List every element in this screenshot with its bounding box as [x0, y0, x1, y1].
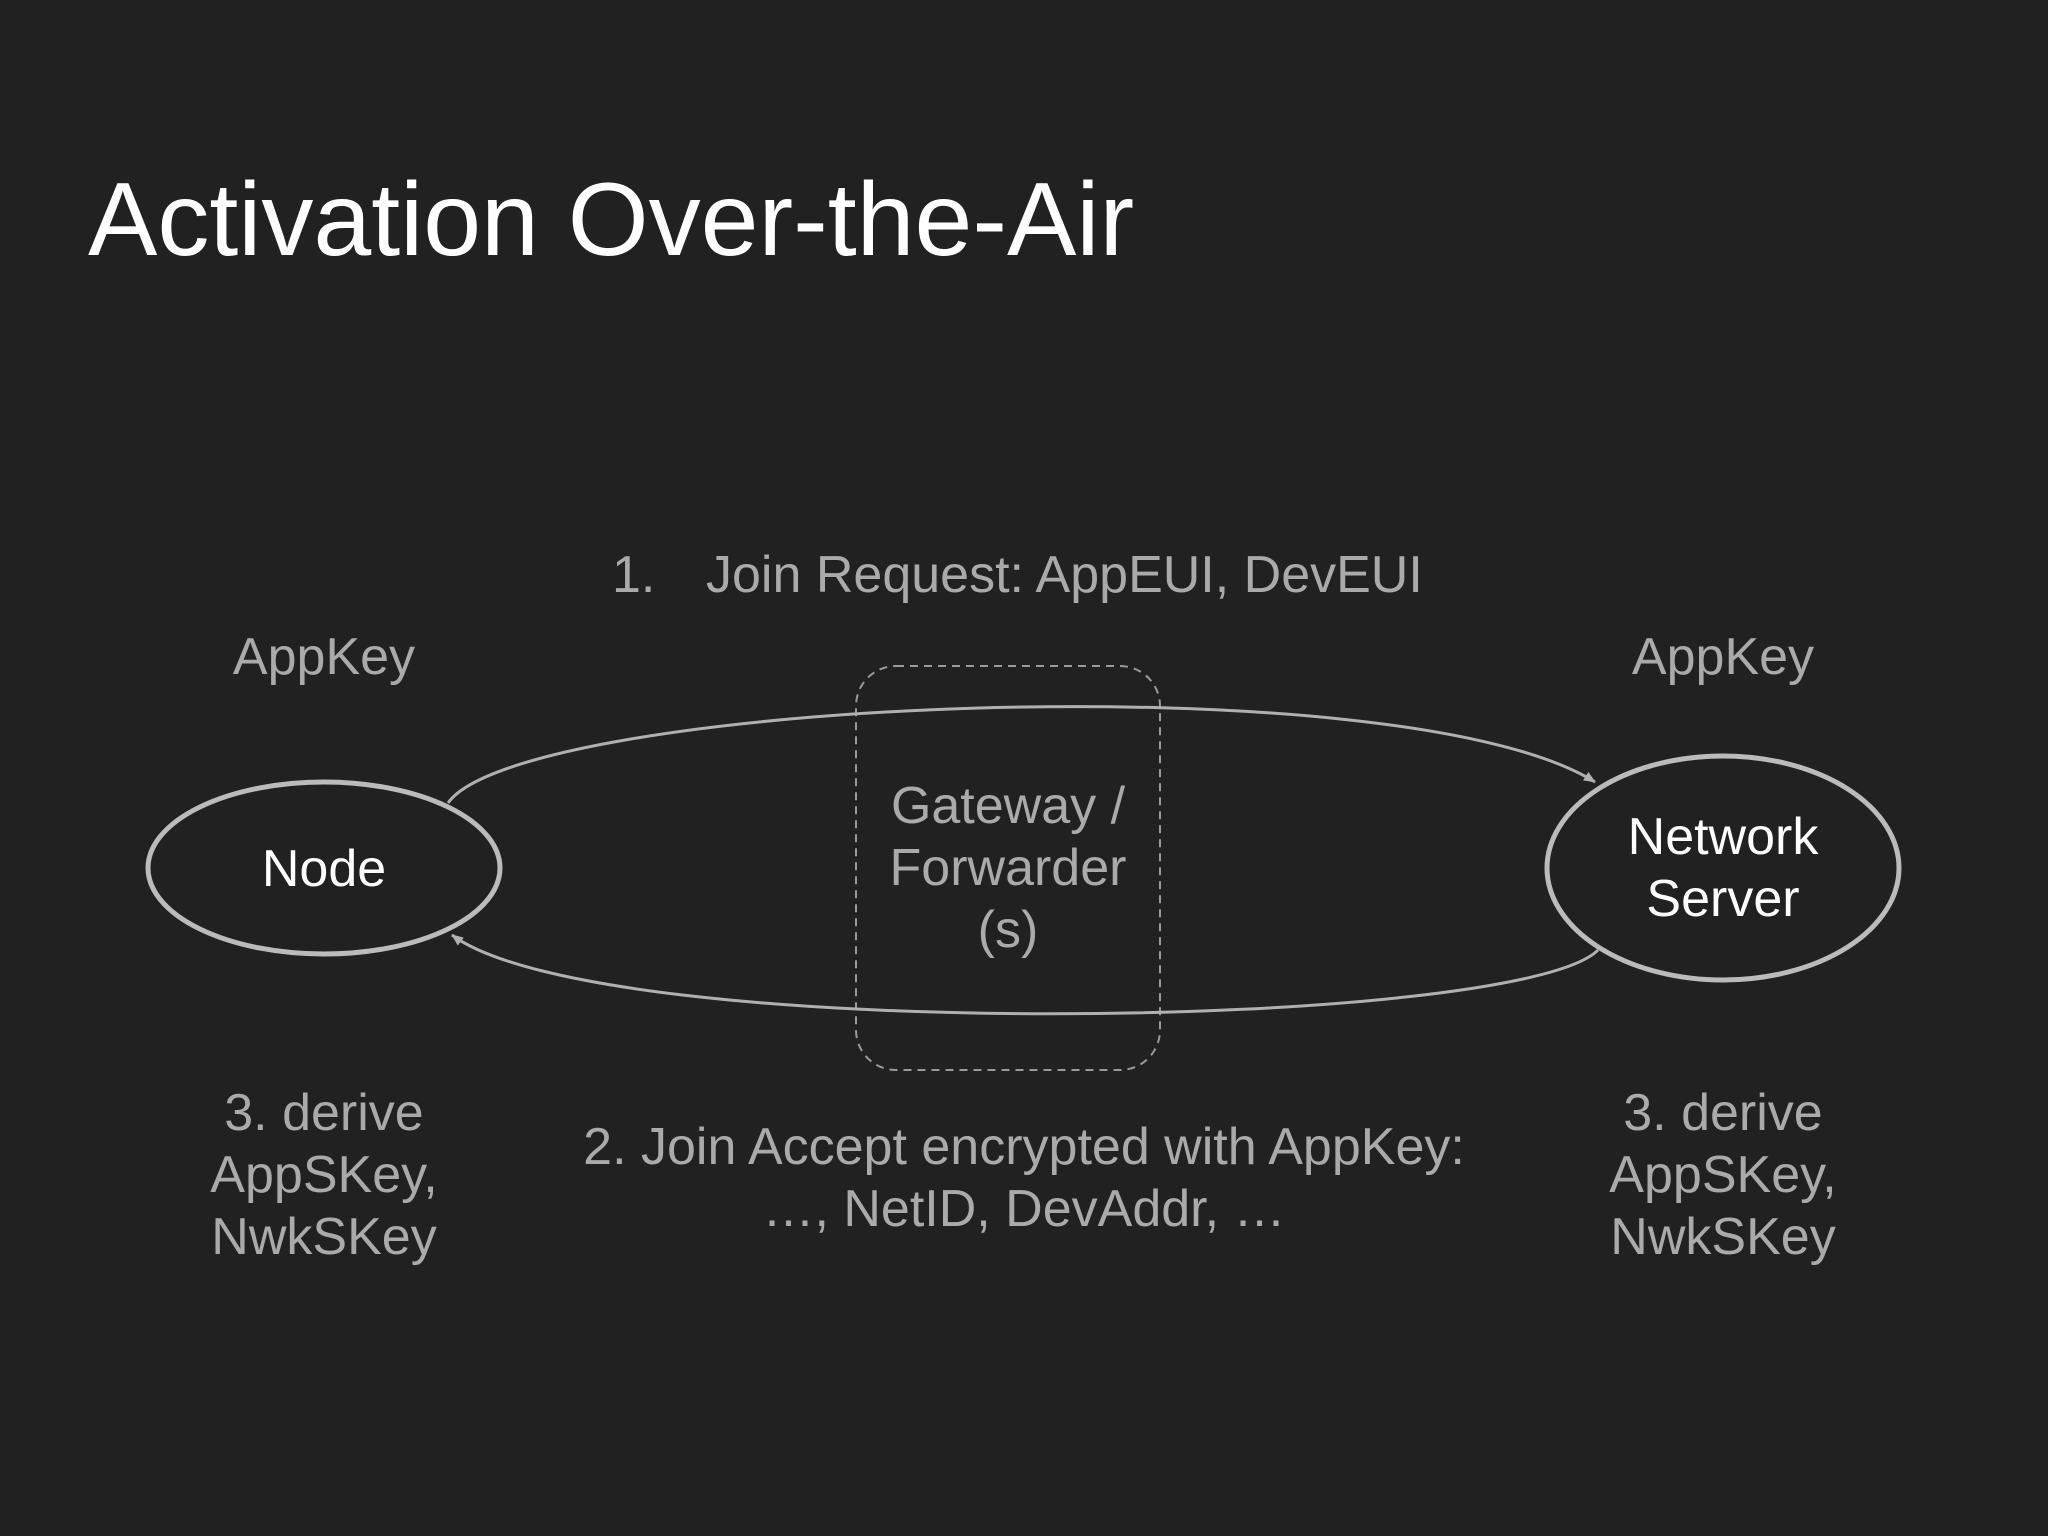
join-request-number: 1.	[612, 546, 656, 604]
gateway-label: Gateway / Forwarder (s)	[858, 775, 1158, 961]
join-accept-line: 2. Join Accept encrypted with AppKey:	[583, 1118, 1465, 1176]
node-appkey-label: AppKey	[232, 628, 416, 686]
join-accept-label: 2. Join Accept encrypted with AppKey: …,…	[524, 1116, 1524, 1240]
server-derive-line: NwkSKey	[1610, 1208, 1836, 1266]
gateway-label-line: Forwarder	[889, 839, 1127, 897]
join-accept-line: …, NetID, DevAddr, …	[762, 1180, 1286, 1238]
node-derive-line: 3. derive	[224, 1084, 424, 1142]
node-derive-line: AppSKey,	[210, 1146, 438, 1204]
slide-title: Activation Over-the-Air	[88, 162, 1135, 278]
node-derive-label: 3. derive AppSKey, NwkSKey	[174, 1082, 474, 1268]
network-server-label-line: Server	[1646, 870, 1800, 928]
node-derive-line: NwkSKey	[211, 1208, 437, 1266]
server-derive-line: AppSKey,	[1609, 1146, 1837, 1204]
join-request-text: Join Request: AppEUI, DevEUI	[706, 546, 1423, 604]
server-appkey-label: AppKey	[1631, 628, 1815, 686]
join-request-arrow	[446, 705, 1596, 804]
network-server-ellipse	[1544, 753, 1902, 983]
network-server-label: Network Server	[1573, 806, 1873, 930]
server-derive-line: 3. derive	[1623, 1084, 1823, 1142]
join-request-label: 1. Join Request: AppEUI, DevEUI	[612, 544, 1423, 606]
node-label: Node	[261, 840, 387, 898]
gateway-box	[855, 665, 1161, 1071]
node-ellipse	[145, 779, 503, 957]
join-accept-arrow	[451, 933, 1600, 1016]
network-server-label-line: Network	[1627, 808, 1819, 866]
server-derive-label: 3. derive AppSKey, NwkSKey	[1573, 1082, 1873, 1268]
gateway-label-line: (s)	[977, 901, 1039, 959]
gateway-label-line: Gateway /	[890, 777, 1126, 835]
